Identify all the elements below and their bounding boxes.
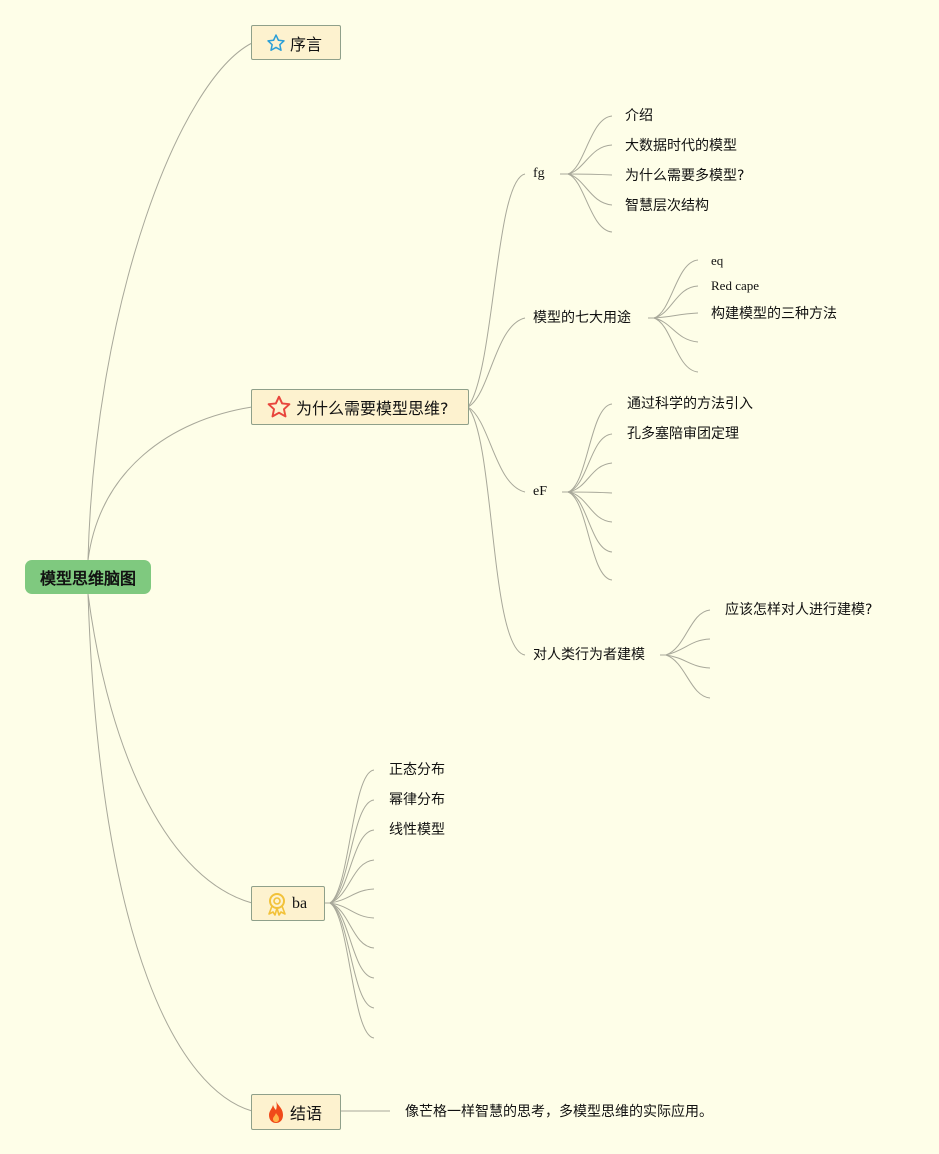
leaf-uses-2[interactable]: Red cape [711, 278, 760, 293]
edge-fg-4 [567, 173, 613, 206]
leaf-human-1[interactable]: 应该怎样对人进行建模? [725, 602, 873, 618]
edge-human-4 [665, 654, 711, 699]
edge-ef-2 [567, 433, 613, 493]
flame-icon [266, 1100, 286, 1124]
topic-label: ba [292, 894, 308, 912]
edge-uses-1 [653, 259, 699, 319]
edge-ef-3 [567, 462, 613, 493]
edge-why-ef [467, 406, 526, 493]
edge-ba-5 [329, 888, 375, 904]
edge-ba-7 [329, 902, 375, 949]
edge-ef-6 [567, 491, 613, 553]
leaf-ba-1[interactable]: 正态分布 [389, 762, 445, 778]
edge-ba-2 [329, 799, 375, 904]
topic-label: 序言 [290, 34, 323, 54]
edge-root-ba [87, 593, 253, 904]
edge-ba-9 [329, 902, 375, 1009]
edge-human-3 [665, 654, 711, 669]
edge-uses-5 [653, 317, 699, 373]
leaf-uses-1[interactable]: eq [711, 253, 724, 268]
leaf-uses-3[interactable]: 构建模型的三种方法 [711, 306, 837, 322]
edge-ba-8 [329, 902, 375, 979]
edge-ba-3 [329, 829, 375, 904]
edge-fg-2 [567, 144, 613, 175]
leaf-conclusion[interactable]: 像芒格一样智慧的思考，多模型思维的实际应用。 [405, 1104, 713, 1120]
edge-ba-10 [329, 902, 375, 1039]
topic-preface[interactable]: 序言 [251, 25, 341, 60]
star-outline-blue-icon [266, 33, 286, 53]
edge-why-fg [467, 173, 526, 408]
subtopic-seven-uses[interactable]: 模型的七大用途 [533, 310, 631, 326]
edge-root-why [87, 406, 253, 561]
edge-ba-1 [329, 769, 375, 904]
edge-ba-4 [329, 859, 375, 904]
leaf-ef-1[interactable]: 通过科学的方法引入 [627, 396, 753, 412]
leaf-fg-1[interactable]: 介绍 [625, 108, 653, 124]
subtopic-ef[interactable]: eF [533, 484, 547, 499]
topic-why[interactable]: 为什么需要模型思维? [251, 389, 469, 425]
edge-uses-3 [653, 312, 699, 319]
leaf-fg-3[interactable]: 为什么需要多模型? [625, 168, 745, 184]
star-outline-red-icon [266, 394, 292, 420]
topic-ba[interactable]: ba [251, 886, 325, 921]
topic-label: 为什么需要模型思维? [296, 399, 449, 418]
topic-label: 结语 [290, 1104, 323, 1123]
edge-ef-1 [567, 403, 613, 493]
leaf-ba-3[interactable]: 线性模型 [389, 822, 445, 838]
root-node[interactable]: 模型思维脑图 [25, 560, 151, 594]
award-ribbon-icon [266, 892, 288, 916]
edge-root-preface [87, 42, 253, 561]
leaf-ba-2[interactable]: 幂律分布 [389, 792, 445, 808]
edge-fg-5 [567, 173, 613, 233]
edge-human-2 [665, 638, 711, 656]
edge-ef-7 [567, 491, 613, 581]
edge-why-human [467, 406, 526, 656]
edge-uses-4 [653, 317, 699, 343]
leaf-fg-4[interactable]: 智慧层次结构 [625, 198, 709, 214]
edge-human-1 [665, 609, 711, 656]
root-label: 模型思维脑图 [39, 569, 136, 588]
edge-ef-4 [567, 491, 613, 494]
subtopic-fg[interactable]: fg [533, 166, 545, 181]
edge-why-uses [467, 317, 526, 408]
leaf-ef-2[interactable]: 孔多塞陪审团定理 [627, 426, 739, 442]
edge-ba-6 [329, 902, 375, 919]
topic-conclusion[interactable]: 结语 [251, 1094, 341, 1130]
leaf-fg-2[interactable]: 大数据时代的模型 [625, 138, 737, 154]
edge-uses-2 [653, 285, 699, 319]
edge-fg-3 [567, 173, 613, 176]
subtopic-human-modeling[interactable]: 对人类行为者建模 [533, 647, 645, 663]
edge-root-conclusion [87, 593, 253, 1112]
edge-fg-1 [567, 115, 613, 175]
edge-ef-5 [567, 491, 613, 523]
